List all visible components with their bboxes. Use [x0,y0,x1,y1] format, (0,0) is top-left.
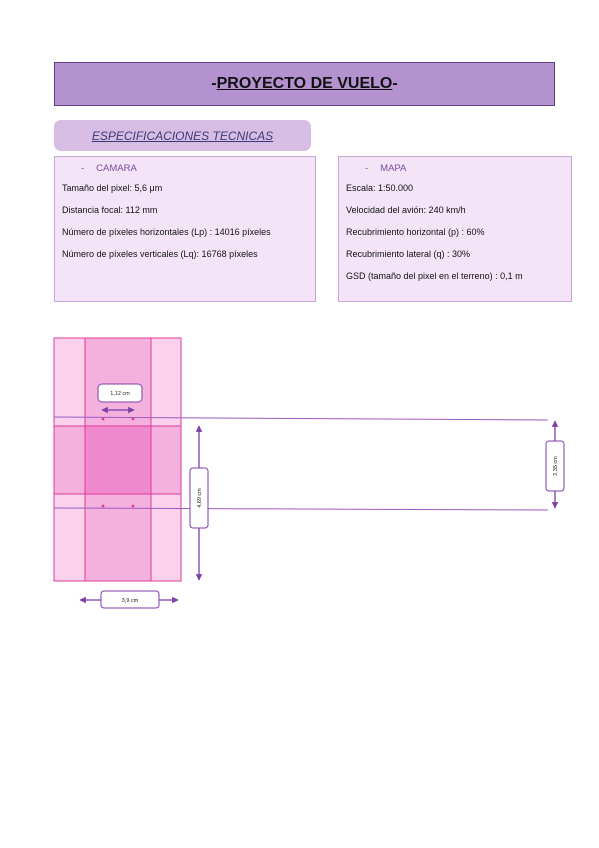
map-plane-speed: Velocidad del avión: 240 km/h [346,205,466,215]
dimension-label-right: 2,35 cm [553,456,559,476]
marker-dot [101,504,105,508]
dimension-box-bottom [100,590,160,609]
dimension-box-vertical [189,467,209,529]
overlap-area [84,425,152,495]
dimension-label-bottom: 3,9 cm [122,598,139,604]
dimension-box-right [545,440,565,492]
marker-dot [101,417,105,421]
camera-panel-title: -CAMARA [81,163,315,177]
camera-horizontal-pixels: Número de píxeles horizontales (Lp) : 14… [62,227,271,237]
map-title: MAPA [380,163,407,174]
dimension-label-vertical: 4,69 cm [197,488,203,508]
title-prefix: - [211,75,217,92]
title-main: PROYECTO DE VUELO [216,75,393,92]
page-title: -PROYECTO DE VUELO- [54,62,555,106]
marker-dot [131,417,135,421]
dimension-box-top [97,383,143,403]
map-gsd: GSD (tamaño del pixel en el terreno) : 0… [346,271,523,281]
strip-line-2 [53,507,549,511]
camera-panel: -CAMARA Tamaño del pixel: 5,6 μm Distanc… [54,156,316,302]
map-scale: Escala: 1:50.000 [346,183,414,193]
map-horizontal-overlap: Recubrimiento horizontal (p) : 60% [346,227,485,237]
strip-line-1 [53,416,549,421]
title-suffix: - [392,75,398,92]
map-panel: -MAPA Escala: 1:50.000 Velocidad del avi… [338,156,572,302]
marker-dot [131,504,135,508]
specs-heading: ESPECIFICACIONES TECNICAS [54,120,311,151]
map-panel-title: -MAPA [365,163,571,177]
specs-label: ESPECIFICACIONES TECNICAS [91,128,274,143]
camera-dash: - [81,163,85,174]
camera-pixel-size: Tamaño del pixel: 5,6 μm [62,183,163,193]
map-dash: - [365,163,369,174]
camera-title: CAMARA [96,163,137,174]
dimension-label-top: 1,12 cm [110,391,130,397]
camera-focal-length: Distancia focal: 112 mm [62,205,158,215]
map-lateral-overlap: Recubrimiento lateral (q) : 30% [346,249,471,259]
camera-vertical-pixels: Número de píxeles verticales (Lq): 16768… [62,249,258,259]
